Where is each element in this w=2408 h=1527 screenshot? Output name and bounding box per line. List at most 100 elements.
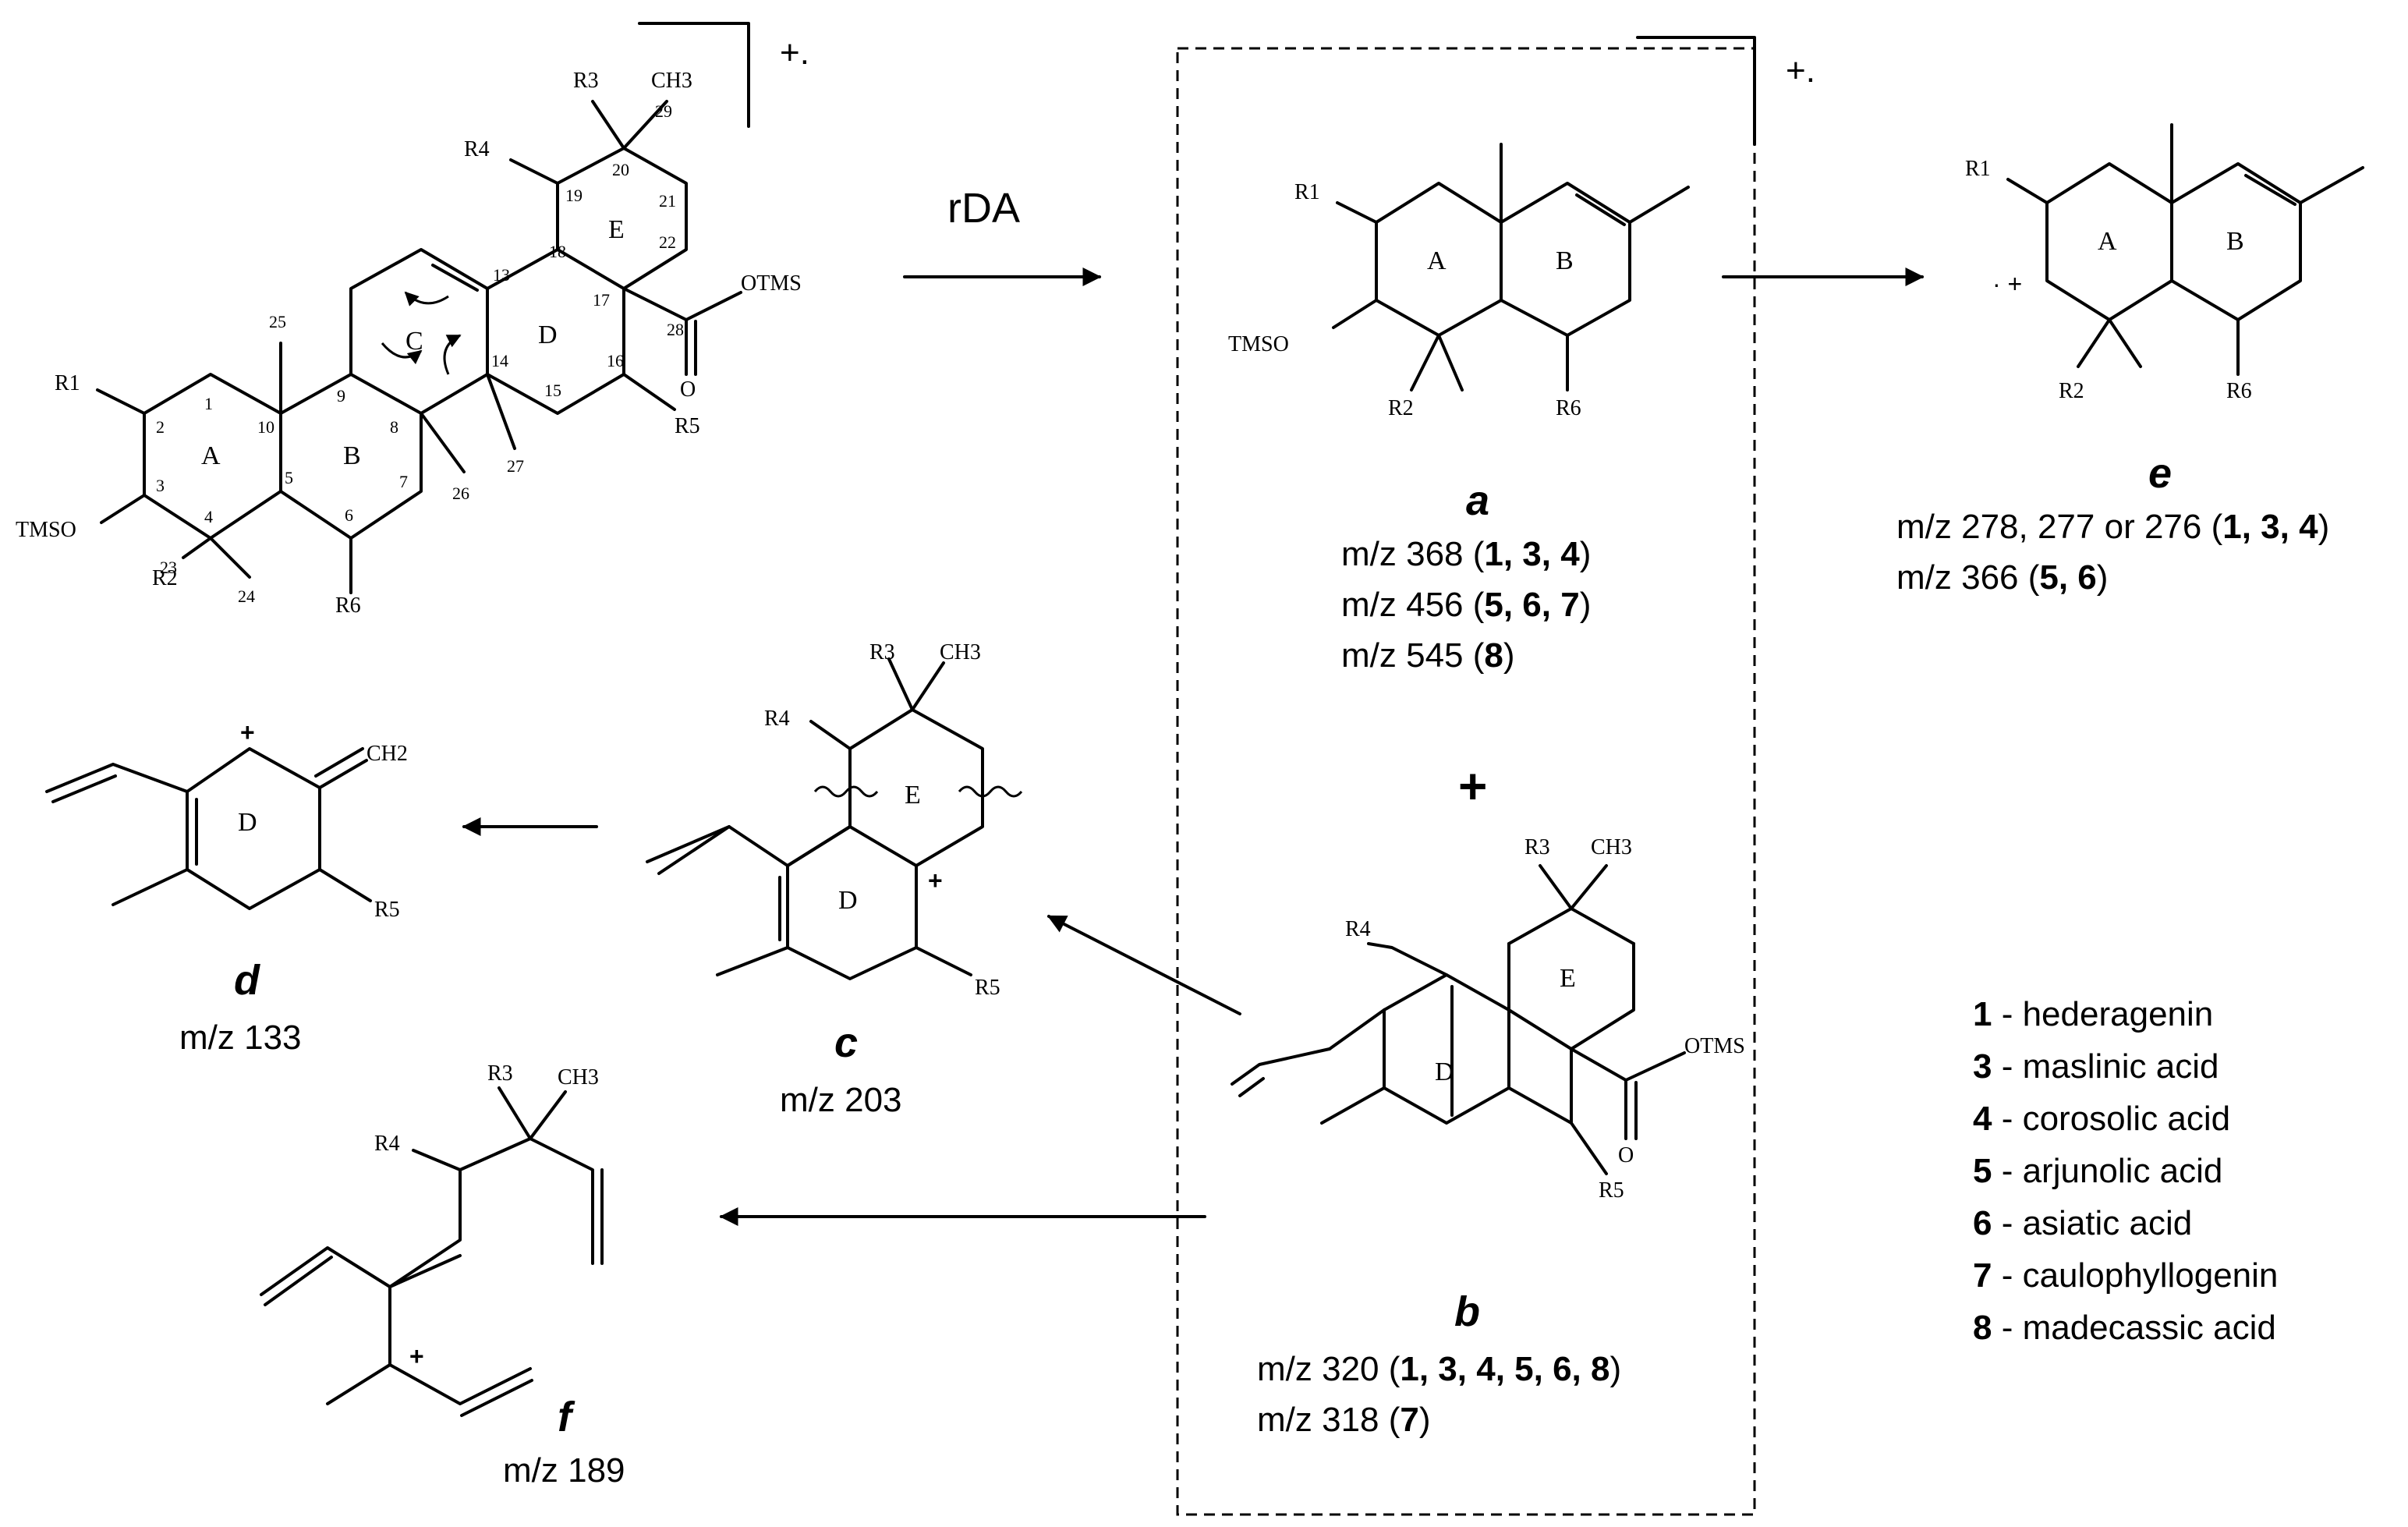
label-text: 5, 6, 7	[1484, 586, 1579, 624]
carbon-number: 1	[204, 394, 213, 413]
methyl-27	[486, 373, 516, 450]
label-text: A	[2098, 227, 2117, 256]
label-text: - maslinic acid	[1992, 1047, 2219, 1086]
ring-label-b: B	[343, 441, 361, 470]
label-text: E	[1560, 964, 1576, 993]
bond-line	[786, 747, 918, 980]
bond-line	[112, 868, 189, 906]
fragment-d-structure: D CH2 R5 +	[45, 718, 408, 922]
bond-line	[318, 868, 372, 902]
label-text: D	[838, 886, 858, 915]
carbon-number: 9	[337, 386, 345, 406]
rda-label: rDA	[947, 185, 1020, 232]
bond-line	[1367, 942, 1448, 976]
fragment-b-structure: E D R3 CH3 R4 OTMS O R5	[1231, 835, 1745, 1203]
carbon-number: 4	[204, 507, 213, 526]
carbon-number: 24	[238, 586, 255, 606]
label-text: 4	[1973, 1100, 1992, 1138]
ring-e	[556, 147, 688, 290]
bond-line	[2244, 174, 2296, 206]
label-text: R4	[1345, 917, 1371, 941]
methyl-23	[182, 537, 212, 559]
parent-molecule: +. A B C D	[16, 22, 809, 618]
label-text: m/z 318 (	[1257, 1401, 1401, 1439]
label-text: )	[1419, 1401, 1431, 1439]
curved-arrow	[381, 342, 423, 365]
bond-line	[1539, 864, 1573, 910]
bond-line	[1410, 334, 1440, 391]
label-text: m/z 368 (	[1341, 535, 1485, 573]
r5-label: R5	[675, 414, 700, 438]
bond-r3	[591, 100, 625, 150]
bond-line	[326, 1285, 391, 1405]
label-text: 8	[1484, 636, 1503, 675]
carbon-number: 16	[607, 351, 624, 370]
carbon-number: 25	[269, 312, 286, 331]
legend-item: 3 - maslinic acid	[1973, 1047, 2219, 1086]
label-text: D	[238, 808, 257, 837]
bond-line	[1507, 907, 1635, 945]
radical-cation-label: +.	[1786, 51, 1815, 90]
label-text: R1	[1294, 180, 1320, 204]
bond-line	[1320, 1086, 1386, 1125]
radical-cation-label: +.	[780, 34, 809, 72]
label-text: R4	[374, 1132, 400, 1156]
carbon-number: 13	[493, 265, 510, 285]
bond-line	[318, 759, 368, 789]
label-text: R5	[1599, 1178, 1624, 1203]
mass-line: m/z 366 (5, 6)	[1896, 558, 2108, 597]
carbon-number: 6	[345, 505, 353, 525]
fragment-b-masses: m/z 320 (1, 3, 4, 5, 6, 8) m/z 318 (7)	[1257, 1350, 1621, 1439]
bond-line	[911, 661, 945, 711]
legend-item: 1 - hederagenin	[1973, 995, 2213, 1033]
fragment-e-label: e	[2148, 450, 2172, 497]
label-text: R4	[764, 707, 790, 731]
bond-line	[1238, 1077, 1265, 1097]
fragment-c-structure: E D R4 R3 CH3 R5 +	[646, 640, 1023, 1000]
mass-line: m/z 320 (1, 3, 4, 5, 6, 8)	[1257, 1350, 1621, 1388]
bond-line	[1437, 334, 1464, 391]
fragment-a-label: a	[1466, 477, 1489, 524]
mass-line: m/z 318 (7)	[1257, 1401, 1431, 1439]
carbon-number: 29	[655, 101, 672, 121]
r3-label: R3	[573, 69, 599, 93]
ring-b	[279, 373, 423, 540]
methyl-24	[209, 537, 251, 579]
otms-label: OTMS	[741, 271, 802, 296]
label-text: )	[1503, 636, 1515, 675]
carbon-number: 10	[257, 417, 274, 437]
bond-line	[412, 1149, 462, 1171]
fragments-box	[1176, 47, 1756, 1516]
fragment-d-label: d	[234, 957, 260, 1004]
label-text: R1	[1965, 157, 1991, 181]
label-text: R3	[487, 1061, 513, 1086]
legend-item: 6 - asiatic acid	[1973, 1204, 2192, 1242]
bond-line	[1570, 864, 1608, 910]
r1-label: R1	[55, 371, 80, 395]
mass-line: m/z 278, 277 or 276 (1, 3, 4)	[1896, 508, 2329, 546]
label-text: )	[2318, 508, 2330, 546]
label-text: CH3	[940, 640, 981, 664]
carbon-number: 14	[491, 351, 508, 370]
label-text: R6	[1556, 396, 1581, 420]
carbon-number: 19	[565, 186, 583, 205]
label-text: OTMS	[1684, 1034, 1745, 1058]
label-text: R6	[2226, 379, 2252, 403]
label-text: +	[240, 718, 255, 746]
label-text: B	[1556, 246, 1574, 275]
label-text: E	[905, 781, 921, 810]
bond-line	[260, 1246, 391, 1296]
bond-line	[1570, 1047, 1686, 1082]
bond-line	[2077, 318, 2111, 368]
label-text: R2	[2059, 379, 2084, 403]
bond-line	[264, 1256, 333, 1306]
radical-bracket	[1636, 36, 1756, 146]
bond-line	[915, 946, 972, 976]
label-text: - madecassic acid	[1992, 1309, 2275, 1347]
bond-line	[388, 1363, 532, 1405]
bond-line	[1507, 942, 1635, 1050]
carbon-number: 8	[390, 417, 398, 437]
ring-label-a: A	[201, 441, 221, 470]
bond-line	[887, 657, 914, 711]
